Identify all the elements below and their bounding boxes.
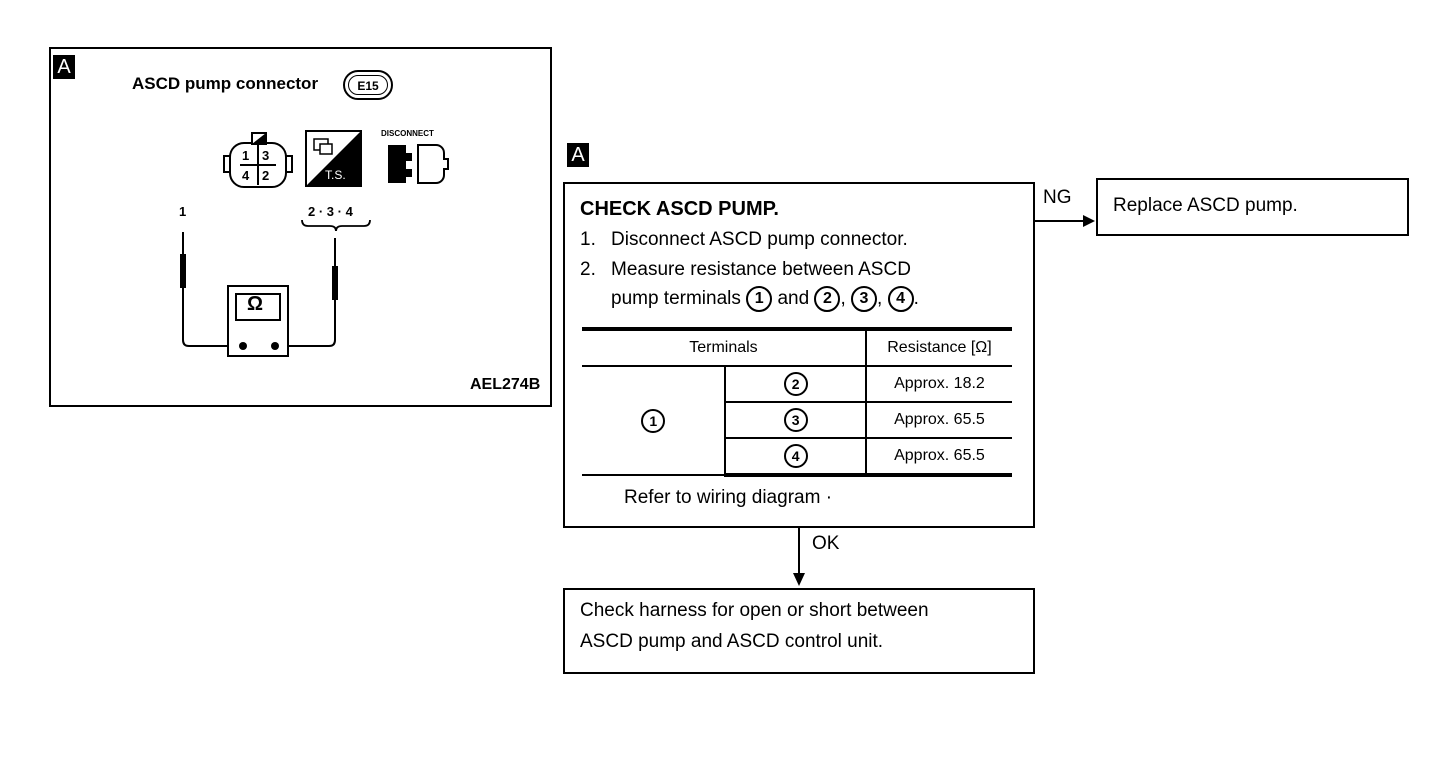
ok-label: OK [812, 533, 840, 554]
ohm-symbol: Ω [247, 293, 264, 315]
from-terminal-badge: 1 [641, 408, 666, 433]
step-2-continuation: pump terminals 1 and 2, 3, 4. [611, 286, 919, 312]
disconnect-label: DISCONNECT [381, 129, 434, 138]
step-2-num: 2. [580, 259, 596, 280]
header-terminals: Terminals [582, 327, 866, 367]
probe-right-label: 2 · 3 · 4 [308, 204, 353, 219]
ng-action-box [1096, 178, 1409, 236]
step-1-num: 1. [580, 229, 596, 250]
refer-note: Refer to wiring diagram · [624, 487, 833, 508]
to-terminal-cell: 3 [724, 402, 866, 439]
resistance-value: Approx. 65.5 [864, 402, 1012, 439]
to-terminal-badge: 3 [783, 408, 808, 432]
step-2-cont-text: pump terminals [611, 288, 741, 310]
resistance-value: Approx. 18.2 [864, 366, 1012, 403]
pin-1: 1 [242, 148, 250, 163]
disconnect-icon [388, 144, 449, 184]
pin-2: 2 [262, 168, 270, 183]
ng-action-text: Replace ASCD pump. [1113, 195, 1298, 216]
figure-tag: A [53, 55, 75, 79]
table-row: 3 Approx. 65.5 [582, 402, 1012, 439]
table-row: 4 Approx. 65.5 [582, 438, 1012, 477]
step-title: CHECK ASCD PUMP. [580, 198, 779, 220]
flow-tag: A [567, 143, 589, 167]
ng-label: NG [1043, 187, 1072, 208]
ok-arrow [793, 527, 805, 586]
connector-id: E15 [348, 75, 388, 95]
table-header-row: Terminals Resistance [Ω] [582, 327, 1012, 367]
to-terminal-cell: 2 [724, 366, 866, 403]
header-resistance: Resistance [Ω] [864, 327, 1012, 367]
resistance-table: Terminals Resistance [Ω] 1 2 Approx. 18.… [582, 327, 1012, 477]
figure-drawing [180, 130, 449, 357]
step-2-text: Measure resistance between ASCD [611, 259, 911, 280]
connector-id-badge: E15 [343, 70, 393, 100]
ts-label: T.S. [325, 168, 346, 182]
pin-4: 4 [242, 168, 250, 183]
test-symbol-icon [305, 130, 362, 187]
resistance-value: Approx. 65.5 [864, 438, 1012, 477]
and-word: and [777, 288, 810, 310]
terminal-4-badge: 4 [887, 286, 914, 312]
connector-face-icon [223, 132, 293, 188]
ok-action-line-1: Check harness for open or short between [580, 600, 929, 621]
from-terminal-cell: 1 [582, 366, 726, 476]
comma-2: , [877, 288, 883, 310]
ok-action-box [563, 588, 1035, 674]
ok-action-line-2: ASCD pump and ASCD control unit. [580, 631, 884, 652]
terminal-1-badge: 1 [746, 286, 773, 312]
comma-1: , [840, 288, 846, 310]
ng-arrow [1033, 215, 1095, 227]
period: . [913, 288, 919, 310]
figure-code: AEL274B [470, 376, 541, 393]
connector-label: ASCD pump connector [132, 74, 319, 93]
probe-left-label: 1 [179, 204, 187, 219]
table-row: 1 2 Approx. 18.2 [582, 366, 1012, 476]
terminal-3-badge: 3 [851, 286, 877, 312]
step-1-text: Disconnect ASCD pump connector. [611, 229, 908, 250]
to-terminal-badge: 4 [783, 444, 808, 468]
to-terminal-badge: 2 [783, 372, 808, 396]
terminal-2-badge: 2 [814, 286, 841, 312]
to-terminal-cell: 4 [724, 438, 866, 477]
pin-3: 3 [262, 148, 270, 163]
